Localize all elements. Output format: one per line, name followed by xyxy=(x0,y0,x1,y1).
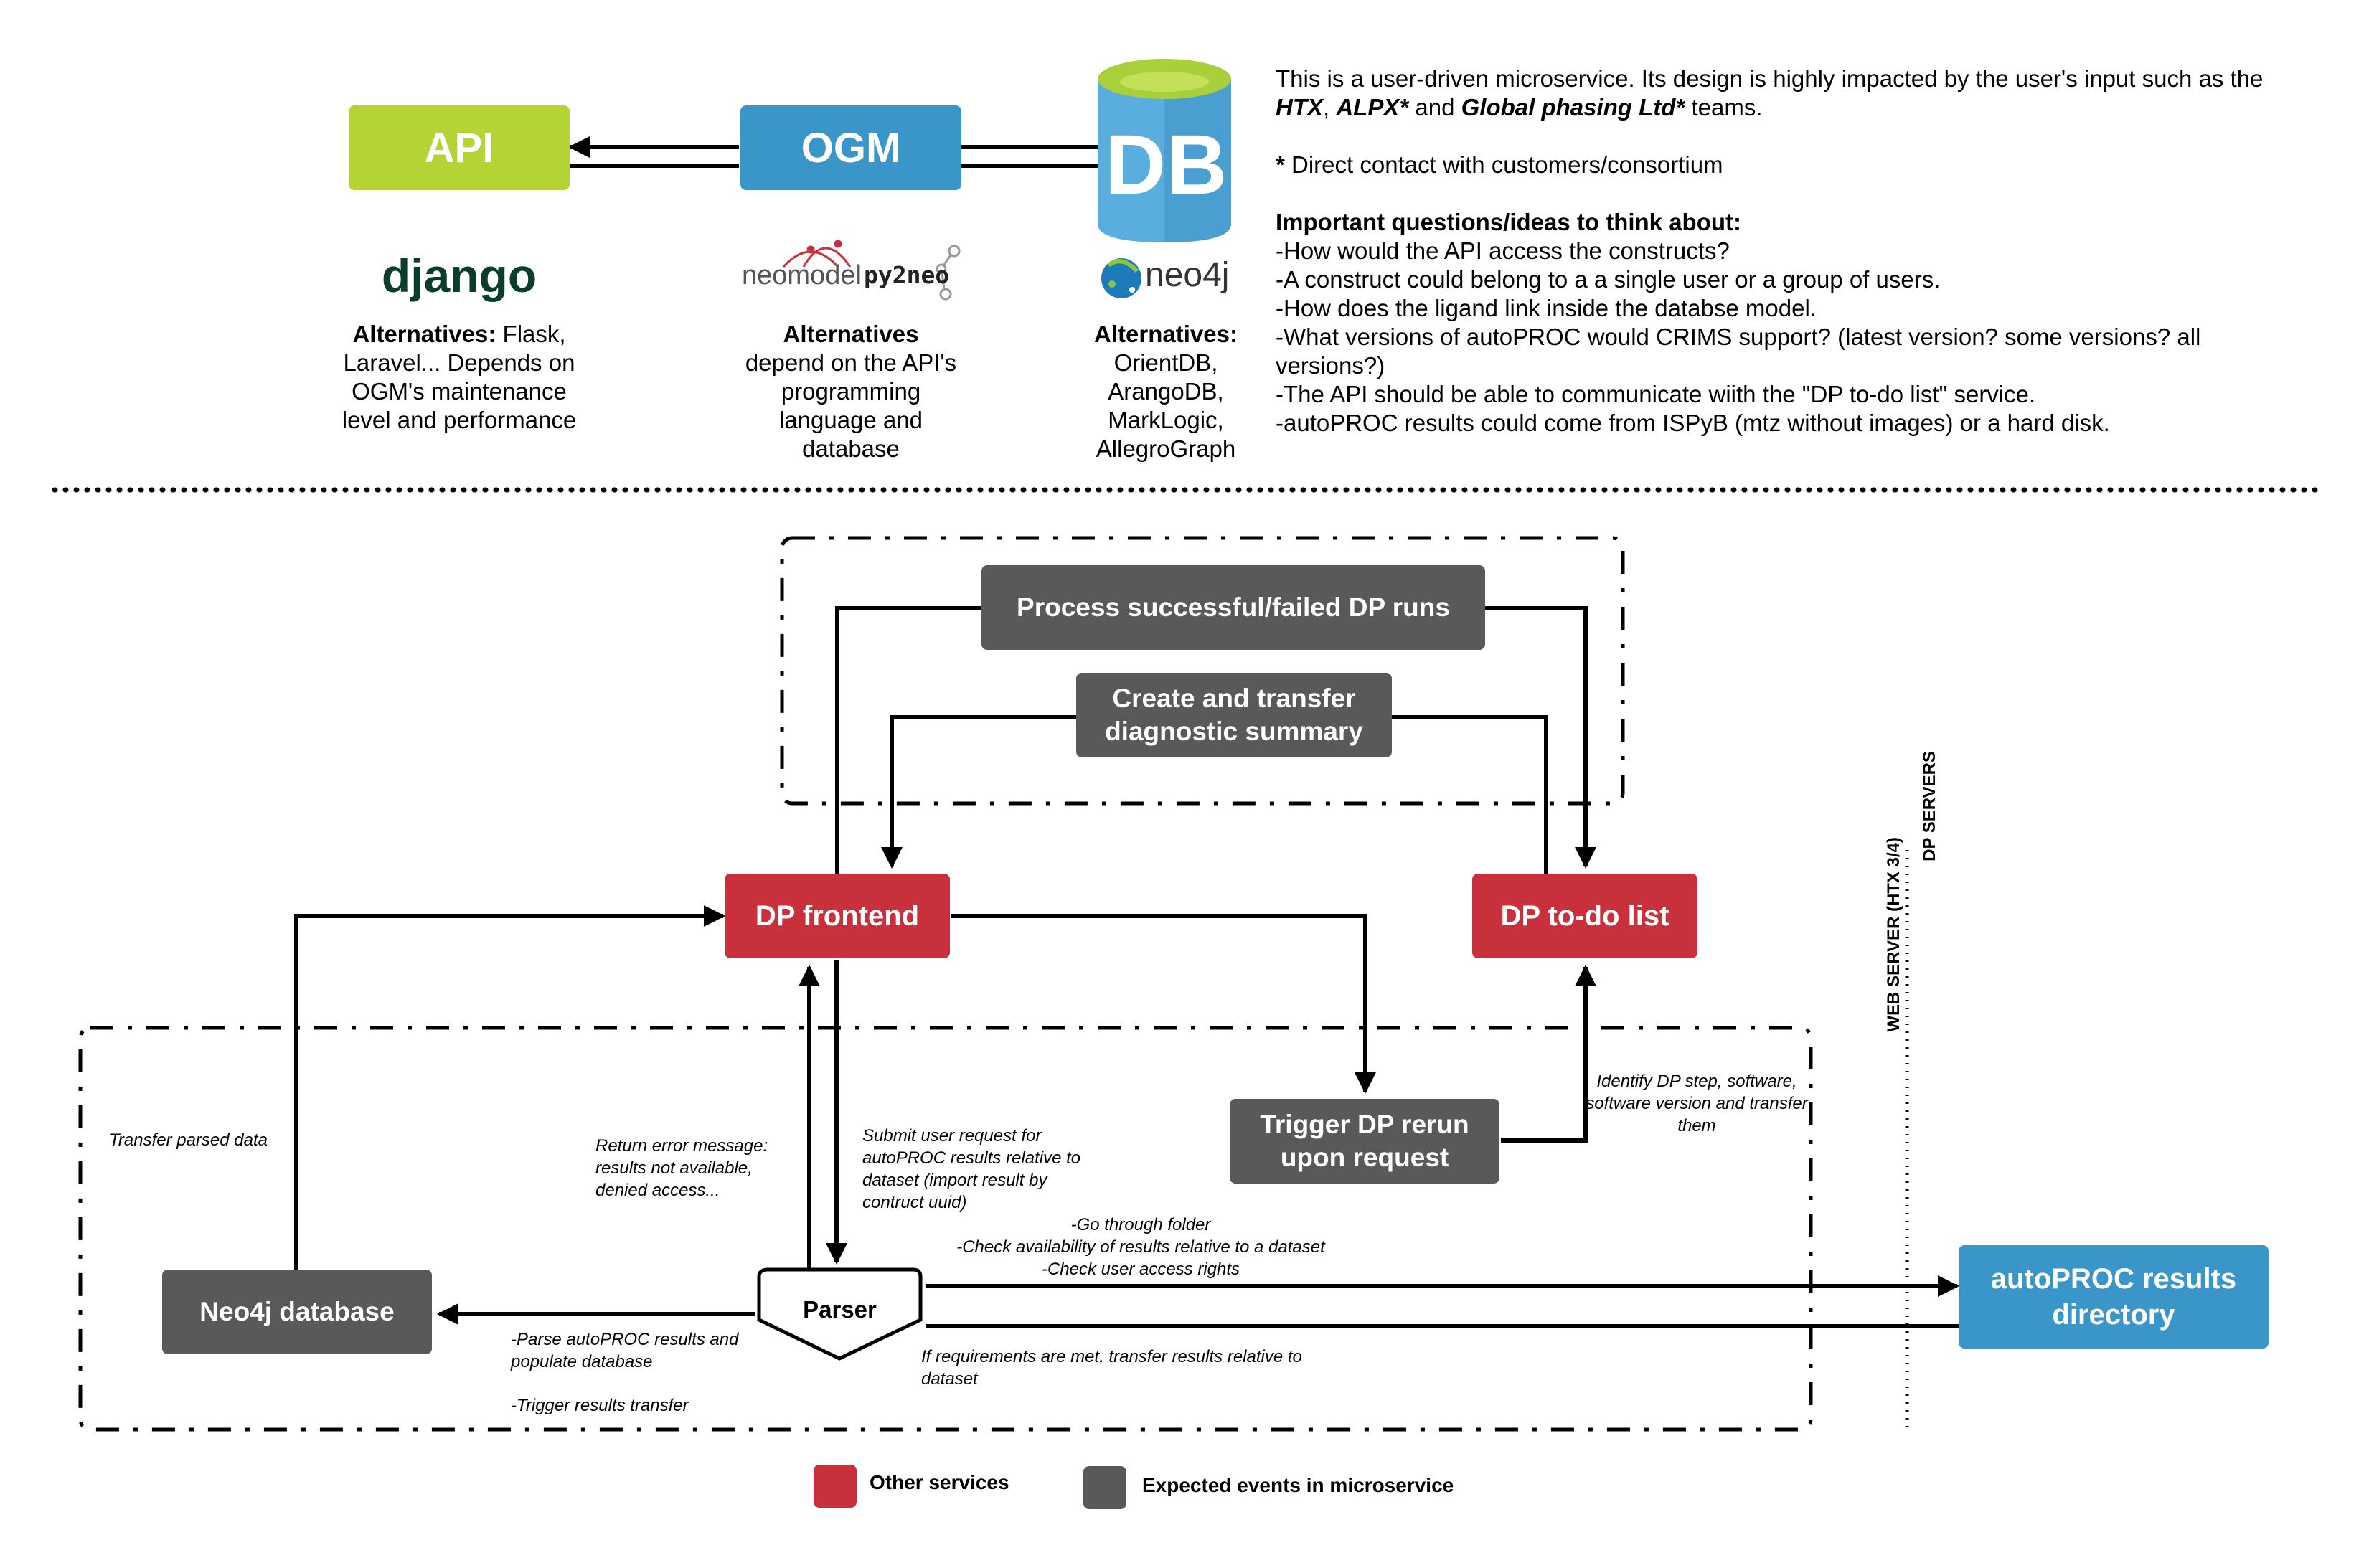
neo4j-logo: neo4j xyxy=(1145,256,1230,294)
team-gpl: Global phasing Ltd* xyxy=(1461,94,1685,121)
flow-trigger-to-todo xyxy=(1501,965,1596,1143)
ogm-alternatives: Alternatives depend on the API's program… xyxy=(732,320,970,463)
py2neo-logo: py2neo xyxy=(864,261,950,289)
question-4: -What versions of autoPROC would CRIMS s… xyxy=(1276,323,2201,379)
flow-diag-to-frontend xyxy=(881,715,1076,869)
lower-frame xyxy=(78,1026,1813,1432)
ogm-alt-title: Alternatives xyxy=(783,321,919,347)
label-identify-step: Identify DP step, software, software ver… xyxy=(1586,1072,1808,1135)
note-intro: This is a user-driven microservice. Its … xyxy=(1276,65,2264,92)
neomodel-logo-icon xyxy=(782,240,852,268)
label-return-error: Return error message: results not availa… xyxy=(595,1136,768,1200)
parser-label[interactable]: Parser xyxy=(803,1296,877,1323)
label-submit-request: Submit user request for autoPROC results… xyxy=(862,1126,1081,1212)
legend-expected-events: Expected events in microservice xyxy=(1142,1474,1454,1496)
note-direct-contact: Direct contact with customers/consortium xyxy=(1291,151,1723,178)
flow-todo-to-diag xyxy=(1392,715,1548,874)
web-server-label: WEB SERVER (HTX 3/4) xyxy=(1884,837,1903,1032)
trigger-rerun-box[interactable]: Trigger DP rerun upon request xyxy=(1230,1099,1499,1184)
flow-neo4j-to-frontend xyxy=(294,905,725,1270)
team-htx: HTX xyxy=(1276,94,1323,121)
neo4j-database-box[interactable]: Neo4j database xyxy=(162,1270,432,1354)
dp-servers-label: DP SERVERS xyxy=(1920,751,1939,861)
db-alt-title: Alternatives: xyxy=(1094,321,1238,347)
api-alt-title: Alternatives: xyxy=(352,321,496,347)
django-logo: django xyxy=(381,249,537,302)
label-transfer-parsed: Transfer parsed data xyxy=(109,1130,268,1150)
api-alternatives: Alternatives: Flask, Laravel... Depends … xyxy=(330,320,588,435)
label-parse-results: -Parse autoPROC results and populate dat… xyxy=(511,1330,739,1371)
flow-frontend-to-trigger xyxy=(951,914,1376,1094)
autoproc-directory-box[interactable]: autoPROC results directory xyxy=(1959,1245,2269,1349)
upper-frame xyxy=(780,536,1625,806)
ogm-label: OGM xyxy=(801,124,901,171)
api-box[interactable]: API xyxy=(349,105,570,190)
neo4j-logo-icon xyxy=(1101,258,1141,298)
neomodel-logo: neomodel xyxy=(742,260,862,291)
database-cylinder-icon xyxy=(1098,59,1231,242)
label-trigger-transfer: -Trigger results transfer xyxy=(511,1396,689,1415)
notes-panel: This is a user-driven microservice. Its … xyxy=(1276,65,2294,438)
question-2: -A construct could belong to a a single … xyxy=(1276,266,1941,293)
flow-process-to-todo xyxy=(1485,606,1596,869)
label-go-through: -Go through folder -Check availability o… xyxy=(956,1215,1325,1279)
question-6: -autoPROC results could come from ISPyB … xyxy=(1276,410,2110,436)
py2neo-logo-icon xyxy=(936,245,961,301)
db-alternatives: Alternatives: OrientDB, ArangoDB, MarkLo… xyxy=(1083,320,1248,463)
question-5: -The API should be able to communicate w… xyxy=(1276,381,2036,407)
db-label: DB xyxy=(1105,118,1228,212)
ogm-box[interactable]: OGM xyxy=(740,105,961,190)
question-3: -How does the ligand link inside the dat… xyxy=(1276,295,1817,321)
legend-red-swatch xyxy=(814,1465,857,1508)
label-if-requirements: If requirements are met, transfer result… xyxy=(921,1347,1302,1389)
db-alt-text: OrientDB, ArangoDB, MarkLogic, AllegroGr… xyxy=(1096,349,1236,462)
dp-todo-box[interactable]: DP to-do list xyxy=(1472,874,1697,958)
flow-frontend-to-process xyxy=(835,606,981,874)
legend-gray-swatch xyxy=(1083,1466,1126,1509)
api-label: API xyxy=(424,124,494,171)
team-alpx: ALPX* xyxy=(1336,94,1409,121)
dp-frontend-box[interactable]: DP frontend xyxy=(725,874,950,958)
api-alt-text: Flask, Laravel... Depends on OGM's maint… xyxy=(342,321,577,433)
legend-other-services: Other services xyxy=(870,1471,1009,1493)
process-runs-box[interactable]: Process successful/failed DP runs xyxy=(981,565,1485,650)
parser-shape xyxy=(757,1267,923,1361)
question-1: -How would the API access the constructs… xyxy=(1276,237,1730,264)
diagnostic-summary-box[interactable]: Create and transfer diagnostic summary xyxy=(1076,673,1392,757)
ogm-alt-text: depend on the API's programming language… xyxy=(745,349,957,462)
questions-title: Important questions/ideas to think about… xyxy=(1276,209,1742,235)
